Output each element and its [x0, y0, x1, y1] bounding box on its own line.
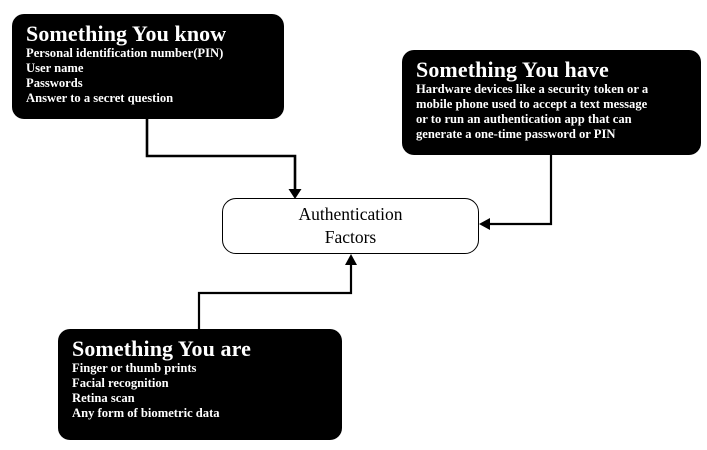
node-detail-line: Personal identification number(PIN) — [26, 46, 224, 61]
node-title: Something You are — [72, 336, 251, 361]
node-detail-line: mobile phone used to accept a text messa… — [416, 97, 648, 112]
node-authentication-factors[interactable]: Authentication Factors — [222, 198, 479, 254]
node-title: Something You know — [26, 21, 227, 46]
node-detail-line: or to run an authentication app that can — [416, 112, 632, 127]
connector-have-to-center — [479, 155, 553, 230]
center-node-label-line2: Factors — [324, 227, 377, 247]
node-detail-line: Retina scan — [72, 391, 135, 406]
node-detail-line: User name — [26, 61, 84, 76]
center-node-label: Authentication Factors — [298, 203, 402, 249]
node-detail-list: Hardware devices like a security token o… — [416, 82, 687, 141]
node-detail-line: Facial recognition — [72, 376, 169, 391]
node-detail-line: generate a one-time password or PIN — [416, 126, 616, 141]
node-something-you-are[interactable]: Something You are Finger or thumb prints… — [58, 329, 342, 440]
node-detail-line: Passwords — [26, 76, 83, 91]
node-detail-line: Hardware devices like a security token o… — [416, 82, 649, 97]
connector-are-to-center — [197, 254, 357, 329]
center-node-label-line1: Authentication — [298, 204, 403, 225]
node-detail-list: Personal identification number(PIN) User… — [26, 46, 270, 105]
node-detail-line: Answer to a secret question — [26, 90, 174, 105]
node-something-you-have[interactable]: Something You have Hardware devices like… — [402, 50, 701, 155]
node-detail-line: Any form of biometric data — [72, 405, 220, 420]
connector-know-to-center — [145, 119, 302, 199]
node-detail-list: Finger or thumb prints Facial recognitio… — [72, 361, 328, 420]
node-something-you-know[interactable]: Something You know Personal identificati… — [12, 14, 284, 119]
node-detail-line: Finger or thumb prints — [72, 361, 197, 376]
node-title: Something You have — [416, 57, 609, 82]
